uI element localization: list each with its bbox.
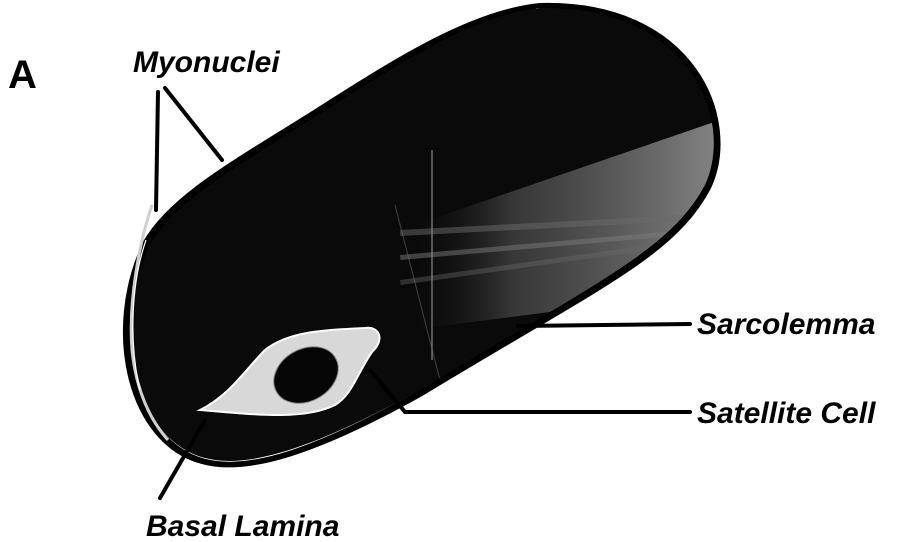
leader-myonuclei-2: [156, 92, 158, 210]
myonuclei-label: Myonuclei: [133, 46, 280, 79]
basal-lamina-label: Basal Lamina: [146, 510, 339, 542]
panel-label: A: [8, 53, 37, 97]
leader-sarcolemma: [518, 324, 690, 326]
satellite-cell-label: Satellite Cell: [697, 397, 876, 430]
leader-myonuclei-1: [165, 88, 222, 160]
sarcolemma-label: Sarcolemma: [697, 308, 875, 341]
